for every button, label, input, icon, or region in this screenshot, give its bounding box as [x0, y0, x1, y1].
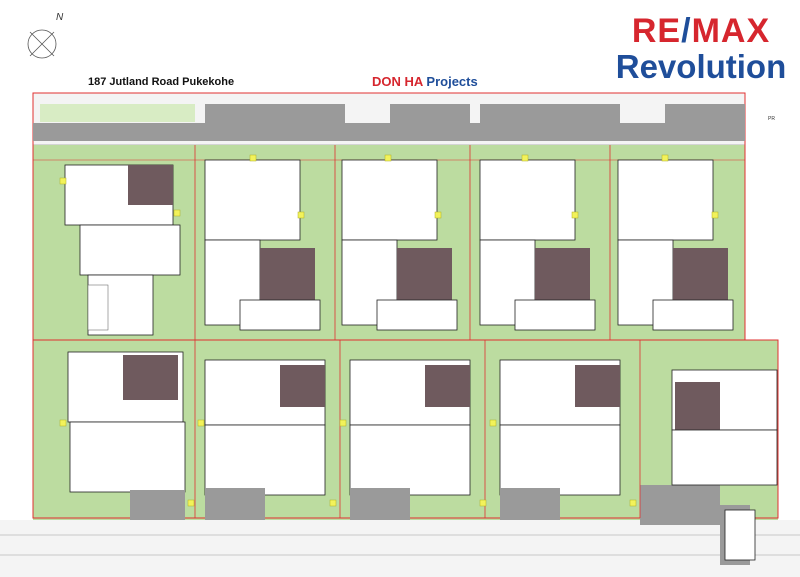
tree-markers [59, 154, 719, 507]
street-frontage [0, 485, 800, 577]
side-label: PR [768, 116, 775, 122]
access-lane [33, 104, 745, 141]
bottom-row-houses [67, 351, 778, 561]
logo-line-2: Revolution [615, 48, 787, 85]
developer-suffix: Projects [426, 74, 478, 89]
developer-name: DON HA [372, 74, 423, 89]
north-label: N [56, 12, 64, 23]
top-row-houses [64, 159, 734, 336]
remax-logo: RE/MAX Revolution [606, 14, 796, 83]
north-compass-icon: N [27, 12, 64, 59]
logo-line-1: RE/MAX [631, 12, 771, 50]
project-address: 187 Jutland Road Pukekohe [88, 76, 235, 88]
developer-brand: DON HA Projects [372, 74, 478, 89]
